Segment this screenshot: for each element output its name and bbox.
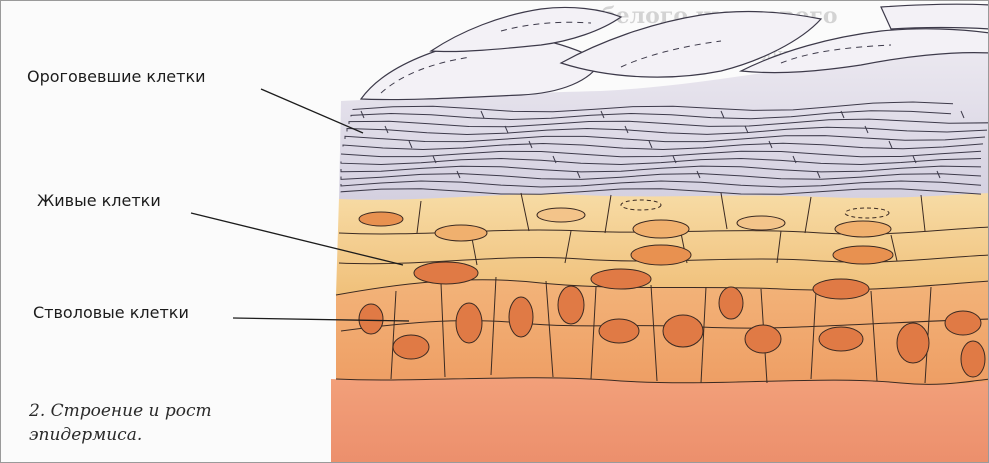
stem-nucleus-5 bbox=[558, 286, 584, 324]
stem-nucleus-4 bbox=[509, 297, 533, 337]
living-nucleus-8 bbox=[833, 246, 893, 264]
caption-line-2: эпидермиса. bbox=[29, 423, 212, 447]
living-nucleus-6 bbox=[737, 216, 785, 230]
figure-caption: 2. Строение и рост эпидермиса. bbox=[29, 399, 212, 447]
stem-nucleus-6 bbox=[599, 319, 639, 343]
label-stem-cells: Стволовые клетки bbox=[33, 303, 189, 322]
dermis-layer bbox=[331, 378, 989, 463]
living-nucleus-7 bbox=[835, 221, 891, 237]
label-living-cells: Живые клетки bbox=[37, 191, 161, 210]
living-nucleus-1 bbox=[359, 212, 403, 226]
scale-4 bbox=[431, 7, 621, 51]
stem-nucleus-8 bbox=[719, 287, 743, 319]
stem-nucleus-11 bbox=[897, 323, 929, 363]
stem-nucleus-3 bbox=[456, 303, 482, 343]
living-nucleus-9 bbox=[414, 262, 478, 284]
label-keratinized-cells: Ороговевшие клетки bbox=[27, 67, 206, 86]
stem-nucleus-9 bbox=[745, 325, 781, 353]
living-nucleus-4 bbox=[633, 220, 689, 238]
stem-nucleus-10 bbox=[819, 327, 863, 351]
stem-nucleus-13 bbox=[961, 341, 985, 377]
stem-nucleus-2 bbox=[393, 335, 429, 359]
stem-nucleus-1 bbox=[359, 304, 383, 334]
living-nucleus-2 bbox=[435, 225, 487, 241]
living-nucleus-11 bbox=[813, 279, 869, 299]
living-nucleus-5 bbox=[631, 245, 691, 265]
living-nucleus-3 bbox=[537, 208, 585, 222]
scale-5 bbox=[881, 4, 989, 29]
stem-nucleus-12 bbox=[945, 311, 981, 335]
stem-nucleus-7 bbox=[663, 315, 703, 347]
caption-line-1: 2. Строение и рост bbox=[29, 399, 212, 423]
living-nucleus-10 bbox=[591, 269, 651, 289]
stem-cell-layer bbox=[336, 278, 989, 385]
